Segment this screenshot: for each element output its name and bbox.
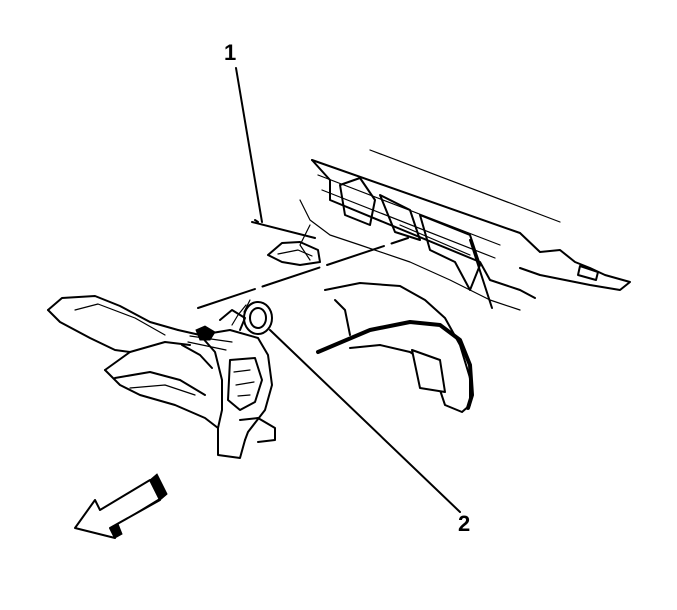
floor-duct xyxy=(254,219,474,413)
duct-assembly xyxy=(47,295,276,459)
leader-line-1 xyxy=(235,67,316,239)
callout-label-1: 1 xyxy=(224,40,237,65)
direction-arrow-icon xyxy=(74,473,168,539)
callout-label-2: 2 xyxy=(458,511,471,536)
leader-line-2 xyxy=(269,329,461,513)
body-panel xyxy=(299,149,631,311)
alignment-line xyxy=(197,237,409,309)
seal-grommet xyxy=(231,299,273,335)
